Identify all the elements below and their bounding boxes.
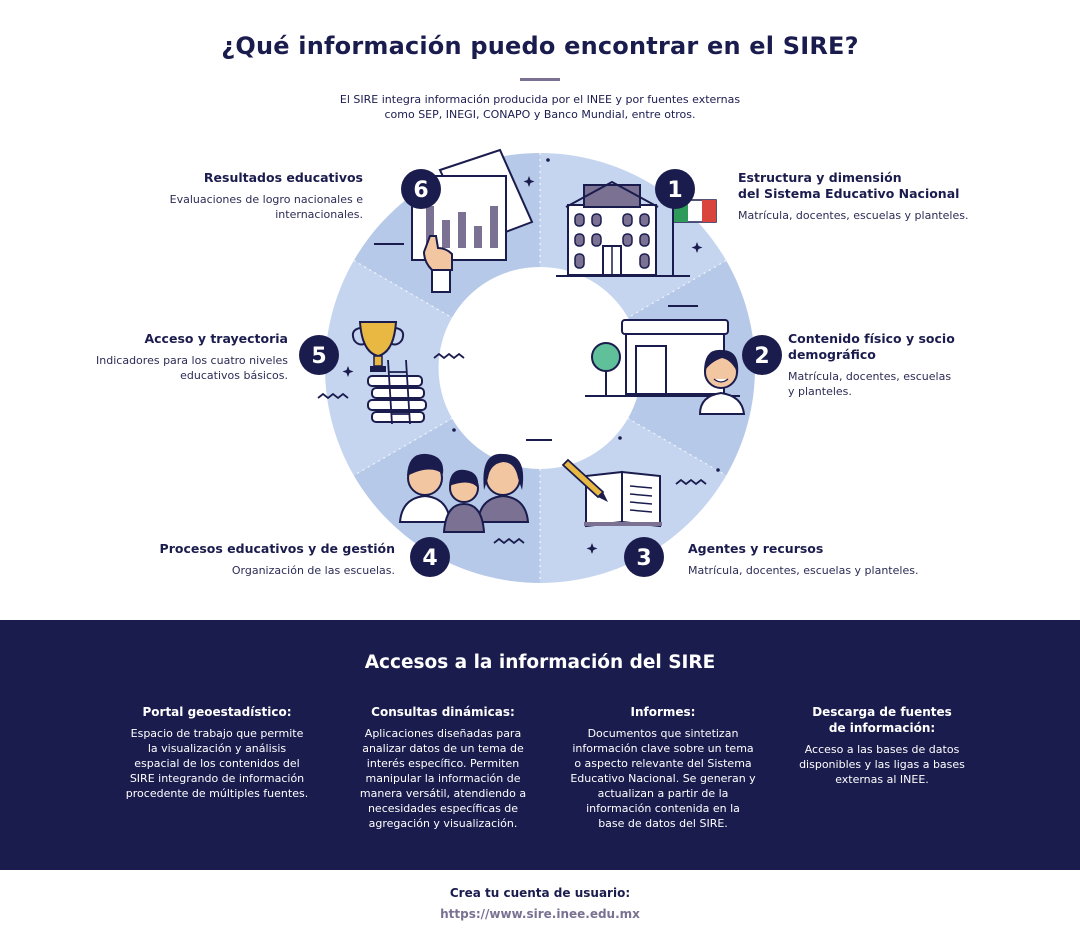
access-section: Accesos a la información del SIRE Portal… [0,620,1080,870]
decor-dashes [374,243,698,441]
badge-number: 6 [413,178,428,203]
badge-1: 1 [655,169,695,209]
access-column-consultas: Consultas dinámicas: Aplicaciones diseña… [340,704,546,831]
topic-description: Matrícula, docentes, escuelas y plantele… [738,209,969,222]
title-divider [520,78,560,81]
book-pencil-icon [561,458,662,528]
access-title: Accesos a la información del SIRE [364,652,716,673]
site-link[interactable]: https://www.sire.inee.edu.mx [440,907,640,921]
badge-3: 3 [624,537,664,577]
trophy-ladder-icon [351,321,427,425]
people-icon [398,453,530,533]
badge-5: 5 [299,335,339,375]
info-section: ¿Qué información puedo encontrar en el S… [38,32,1048,583]
topic-title: Procesos educativos y de gestión [159,541,395,556]
badge-number: 3 [636,546,651,571]
badge-2: 2 [742,335,782,375]
decor-sparkles [342,158,720,554]
badge-number: 4 [422,546,437,571]
badge-4: 4 [410,537,450,577]
badge-number: 1 [667,178,682,203]
building-icon [556,180,717,277]
decor-squiggles [317,352,707,545]
badge-number: 2 [754,344,769,369]
chart-report-icon [411,148,534,293]
intro-line: como SEP, INEGI, CONAPO y Banco Mundial,… [384,108,696,121]
topic-5: Acceso y trayectoria Indicadores para lo… [38,331,288,383]
access-column-title: Informes: [630,705,696,719]
page-title: ¿Qué información puedo encontrar en el S… [221,32,859,60]
topic-4: Procesos educativos y de gestión Organiz… [95,541,395,578]
access-column-title: Portal geoestadístico: [142,705,292,719]
topic-6: Resultados educativos Evaluaciones de lo… [113,170,363,222]
intro-text: El SIRE integra información producida po… [290,92,790,122]
badge-6: 6 [401,169,441,209]
topic-title: Resultados educativos [203,170,363,185]
intro-line: El SIRE integra información producida po… [339,93,741,106]
topic-title: Acceso y trayectoria [144,331,288,346]
access-column-title: Consultas dinámicas: [371,705,515,719]
topics-wheel: 1 2 3 4 5 6 [299,148,782,583]
topic-description: Matrícula, docentes, escuelas y plantele… [688,564,919,577]
signup-cta: Crea tu cuenta de usuario: [449,886,631,900]
topic-3: Agentes y recursos Matrícula, docentes, … [688,541,988,578]
school-teacher-icon [585,319,746,415]
topic-description: Organización de las escuelas. [231,564,395,577]
footer: Crea tu cuenta de usuario: https://www.s… [0,870,1080,945]
access-column-portal: Portal geoestadístico: Espacio de trabaj… [112,704,322,801]
topic-title: Agentes y recursos [688,541,824,556]
badge-number: 5 [311,344,326,369]
